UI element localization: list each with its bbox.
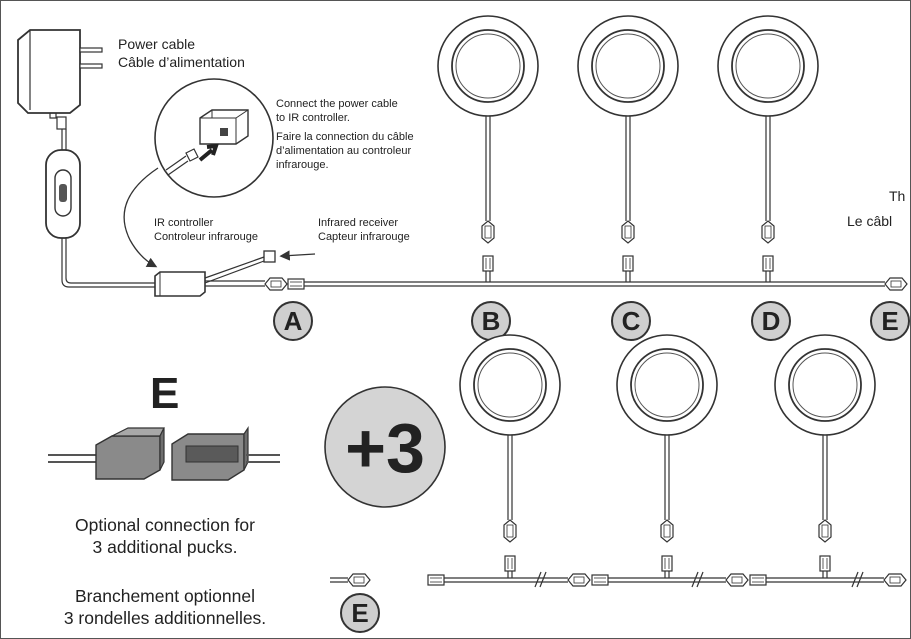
- curved-arrow-icon: [123, 167, 159, 268]
- connector-e-icon: [884, 277, 908, 291]
- puck-d: [717, 15, 819, 282]
- puck-bottom-2: [616, 334, 718, 578]
- receiver-wire: [204, 256, 265, 284]
- connect-note-fr-2: d’alimentation au controleur: [276, 145, 412, 157]
- infrared-receiver-icon: [263, 250, 276, 263]
- marker-d: D: [751, 301, 791, 341]
- marker-d-label: D: [762, 306, 781, 336]
- marker-c-label: C: [622, 306, 641, 336]
- plus-three-label: +3: [345, 409, 425, 487]
- marker-b-label: B: [482, 306, 501, 336]
- connector-e-illustration-icon: [48, 426, 280, 481]
- right-edge-text-2: Le câbl: [847, 213, 893, 229]
- optional-connection-en-1: Optional connection for: [75, 515, 255, 535]
- puck-b: [437, 15, 539, 282]
- receiver-arrow-icon: [279, 250, 316, 261]
- marker-e-top: E: [870, 301, 910, 341]
- marker-c: C: [611, 301, 651, 341]
- right-edge-text-1: Th: [889, 188, 906, 204]
- marker-e-bottom-label: E: [351, 598, 368, 628]
- ir-controller-icon: [154, 271, 206, 297]
- marker-b: B: [471, 301, 511, 341]
- bottom-cable-segment-2: [608, 571, 767, 588]
- infrared-receiver-label-en: Infrared receiver: [318, 217, 399, 229]
- puck-bottom-3: [774, 334, 876, 578]
- connect-note-en-2: to IR controller.: [276, 112, 350, 124]
- marker-a-label: A: [284, 306, 303, 336]
- power-cable-label-en: Power cable: [118, 36, 196, 52]
- inline-switch-icon: [45, 149, 81, 239]
- controller-output-wire: [205, 280, 265, 287]
- puck-bottom-1: [459, 334, 561, 578]
- marker-a: A: [273, 301, 313, 341]
- connect-note-fr-1: Faire la connection du câble: [276, 131, 414, 143]
- bottom-cable-segment-1: [427, 571, 609, 588]
- section-e-heading: E: [150, 369, 180, 418]
- marker-e-top-label: E: [881, 306, 898, 336]
- puck-c: [577, 15, 679, 282]
- connector-a-icon: [264, 277, 305, 291]
- infrared-receiver-label-fr: Capteur infrarouge: [318, 231, 410, 243]
- bottom-cable-segment-3: [766, 571, 907, 588]
- connector-e-bottom-icon: [330, 573, 371, 587]
- optional-connection-en-2: 3 additional pucks.: [92, 537, 238, 557]
- main-cable: [304, 281, 885, 287]
- arrow-icon: [198, 143, 219, 162]
- power-adapter-icon: [17, 29, 103, 130]
- power-cable-line: [61, 129, 67, 150]
- plus-three-badge: +3: [324, 386, 446, 508]
- optional-connection-fr-1: Branchement optionnel: [75, 586, 255, 606]
- optional-connection-fr-2: 3 rondelles additionnelles.: [63, 608, 267, 628]
- connect-note-en-1: Connect the power cable: [276, 98, 398, 110]
- ir-controller-label-en: IR controller: [154, 217, 214, 229]
- zoom-detail-bubble: [154, 78, 274, 198]
- ir-controller-label-fr: Controleur infrarouge: [154, 231, 258, 243]
- connect-note-fr-3: infrarouge.: [276, 159, 329, 171]
- power-cable-label-fr: Câble d’alimentation: [118, 54, 245, 70]
- power-cable-to-controller: [61, 238, 155, 288]
- marker-e-bottom: E: [340, 593, 380, 633]
